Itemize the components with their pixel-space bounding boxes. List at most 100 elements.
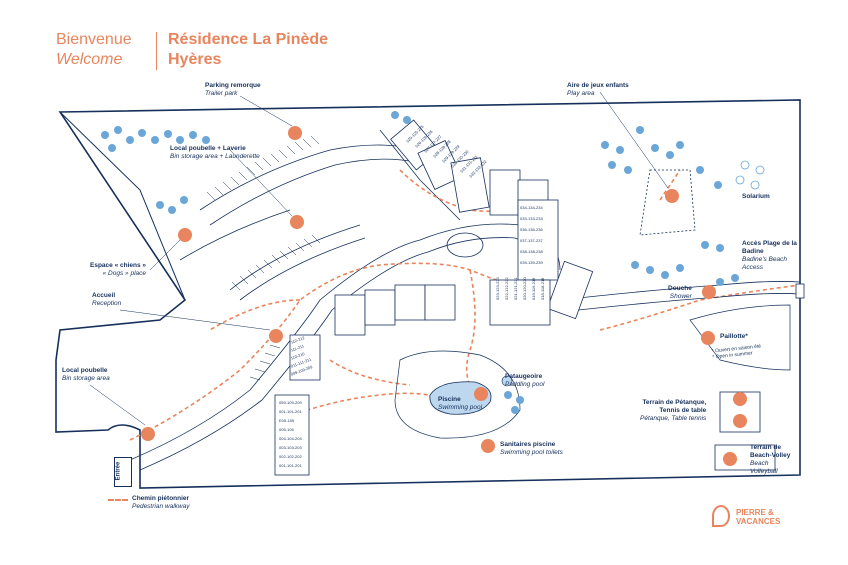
reception-fr: Accueil	[92, 292, 116, 299]
beach-access-label: Accès Plage de la Badine Badine's Beach …	[742, 240, 800, 272]
town-name: Hyères	[168, 51, 222, 68]
paddling-fr: Pataugeoire	[505, 373, 543, 380]
building-number: 020-120-220	[522, 277, 527, 300]
shower-fr: Douche	[668, 285, 692, 292]
building-number: 001-101-201	[279, 463, 302, 468]
building-number: 036-136-236	[520, 227, 543, 232]
leader-lines	[89, 91, 669, 426]
bin-fr: Local poubelle	[62, 367, 108, 374]
dogs-en: « Dogs » place	[102, 270, 147, 277]
entrance-text: Entrée	[115, 461, 122, 481]
roundabout	[446, 232, 484, 258]
pool-fr: Piscine	[438, 396, 461, 403]
pierre-vacances-logo: PIERRE & VACANCES	[712, 505, 802, 531]
building-number: 005-105	[279, 427, 294, 432]
dogs-label: Espace « chiens » « Dogs » place	[90, 262, 146, 278]
trailer-en: Trailer park	[205, 90, 238, 97]
petanque-fr1: Terrain de Pétanque,	[642, 399, 707, 406]
welcome-title: Bienvenue Welcome	[56, 30, 151, 70]
bin-en: Bin storage area	[62, 375, 110, 382]
logo-text: PIERRE & VACANCES	[736, 508, 780, 526]
play-area-label: Aire de jeux enfants Play area	[567, 82, 629, 98]
dogs-fr: Espace « chiens »	[90, 262, 147, 269]
volley-fr2: Beach-Volley	[750, 452, 791, 459]
volleyball-label: Terrain de Beach-Volley Beach Volleyball	[750, 444, 790, 476]
trees	[101, 111, 739, 414]
north-building-block	[390, 119, 549, 226]
solarium-parasols	[735, 160, 765, 190]
southwest-building-block	[274, 394, 310, 476]
legend-walkway-fr: Chemin piétonnier	[132, 495, 190, 502]
building-number: 019-119-219	[531, 277, 536, 300]
building-number: 034-134-234	[520, 205, 543, 210]
south-building-block	[489, 279, 551, 326]
building-number: 001-101-201	[279, 409, 302, 414]
paddling-pool-label: Pataugeoire Paddling pool	[505, 373, 544, 389]
bin-laundry-label: Local poubelle + Laverie Bin storage are…	[170, 145, 260, 161]
residence-name: Résidence La Pinède	[168, 31, 329, 48]
paillotte-text: Paillotte*	[720, 333, 748, 340]
building-number: 037-137-237	[520, 238, 543, 243]
petanque-fr2: Tennis de table	[659, 407, 707, 414]
paddling-en: Paddling pool	[505, 381, 545, 388]
solarium-label: Solarium	[742, 193, 770, 201]
play-en: Play area	[567, 90, 595, 97]
bin-laundry-en: Bin storage area + Launderette	[170, 153, 260, 160]
bin-laundry-fr: Local poubelle + Laverie	[170, 145, 246, 152]
paillotte-area	[689, 304, 791, 371]
building-number: E05-155	[279, 418, 295, 423]
building-number: 039-139-239	[520, 260, 543, 265]
building-number: 004-104-204	[279, 436, 302, 441]
petanque-en: Pétanque, Table tennis	[640, 415, 707, 422]
building-number: 059-109-209	[279, 400, 302, 405]
reception-en: Reception	[92, 300, 122, 307]
petanque-label: Terrain de Pétanque, Tennis de table Pét…	[640, 399, 706, 423]
pool-label: Piscine Swimming pool	[438, 396, 482, 412]
site-boundary	[55, 99, 801, 489]
volleyball-court	[714, 444, 776, 471]
parking-bays	[206, 135, 321, 381]
toilets-en: Swimming pool toilets	[500, 449, 563, 456]
solarium-text: Solarium	[742, 193, 770, 200]
poi-markers	[141, 126, 747, 466]
building-number: 021-121-221	[513, 277, 518, 300]
volley-en2: Volleyball	[750, 468, 778, 475]
pool-toilets-label: Sanitaires piscine Swimming pool toilets	[500, 441, 563, 457]
legend-walkway-en: Pedestrian walkway	[132, 503, 190, 510]
east-building-block	[517, 199, 594, 320]
building-number: 003-103-203	[279, 445, 302, 450]
beach-en: Badine's Beach Access	[742, 256, 787, 271]
building-number: 038-138-238	[520, 249, 543, 254]
boundary-inner-edge	[59, 111, 186, 301]
welcome-en: Welcome	[56, 51, 123, 68]
bin-label: Local poubelle Bin storage area	[62, 367, 110, 383]
pool-deck	[394, 350, 521, 439]
legend: Chemin piétonnier Pedestrian walkway	[132, 495, 189, 511]
building-number: 033-133-233	[520, 216, 543, 221]
west-building-block	[289, 284, 456, 381]
paillotte-label: Paillotte*	[720, 333, 748, 341]
entrance-marker: Entrée	[114, 457, 132, 487]
reception-label: Accueil Reception	[92, 292, 121, 308]
walkway-legend-swatch	[108, 499, 128, 501]
volley-en1: Beach	[750, 460, 769, 467]
beach-gate	[795, 283, 805, 299]
logo-mark-icon	[712, 505, 730, 527]
paddling-pool	[501, 375, 513, 387]
building-number: 018-118-218	[540, 277, 545, 300]
volley-fr1: Terrain de	[750, 444, 781, 451]
header-divider	[156, 32, 157, 70]
trailer-fr: Parking remorque	[205, 82, 261, 89]
logo-line2: VACANCES	[736, 517, 781, 526]
beach-fr: Accès Plage de la Badine	[742, 240, 797, 255]
pool-en: Swimming pool	[438, 404, 483, 411]
shower-label: Douche Shower	[668, 285, 692, 301]
building-number: 022-122-222	[504, 277, 509, 300]
welcome-fr: Bienvenue	[56, 31, 132, 48]
logo-line1: PIERRE &	[736, 508, 774, 517]
play-area-zone	[639, 169, 696, 236]
residence-title: Résidence La Pinède Hyères	[168, 30, 408, 70]
toilets-fr: Sanitaires piscine	[500, 441, 556, 448]
building-number: 002-102-202	[279, 454, 302, 459]
